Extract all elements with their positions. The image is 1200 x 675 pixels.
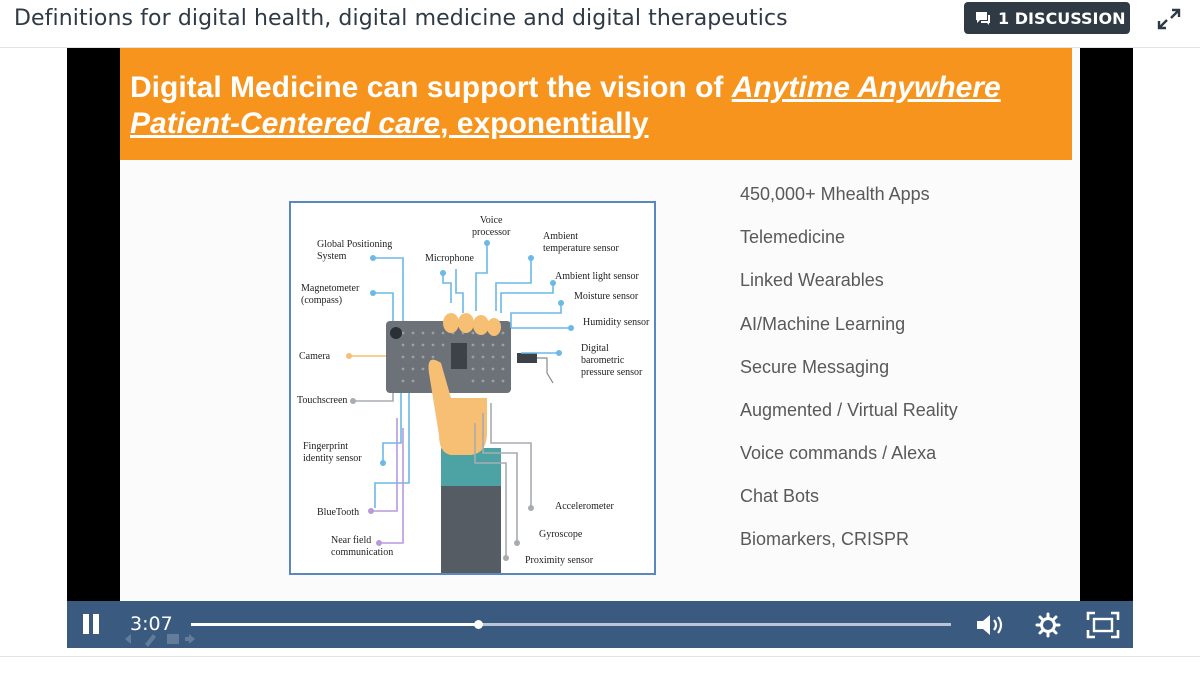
expand-icon [1157,8,1181,30]
label-microphone: Microphone [425,253,474,264]
label-accelerometer: Accelerometer [555,501,614,512]
fullscreen-icon [1086,611,1120,639]
chat-icon [976,12,990,25]
footer-divider [0,656,1200,657]
settings-button[interactable] [1031,610,1065,640]
slide-title-part1: Digital Medicine can support the vision … [130,71,732,104]
page-header: Definitions for digital health, digital … [0,0,1200,48]
expand-button[interactable] [1154,4,1184,34]
current-time: 3:07 [130,613,173,635]
video-player[interactable]: Digital Medicine can support the vision … [67,48,1133,648]
volume-icon [977,615,1003,635]
feature-item: Linked Wearables [740,270,884,290]
feature-item: Secure Messaging [740,357,890,377]
slide-banner: Digital Medicine can support the vision … [120,48,1072,160]
label-touchscreen: Touchscreen [297,395,348,406]
label-humidity: Humidity sensor [583,317,650,328]
pause-icon [83,614,89,634]
feature-item: 450,000+ Mhealth Apps [740,184,930,204]
label-moisture: Moisture sensor [574,291,639,302]
pause-button[interactable] [81,614,103,636]
feature-item: Voice commands / Alexa [740,443,937,463]
slide: Digital Medicine can support the vision … [120,48,1080,601]
label-ambient-light: Ambient light sensor [555,271,639,282]
discussion-label: 1 DISCUSSION [998,8,1126,28]
fullscreen-button[interactable] [1085,610,1120,640]
seek-handle[interactable] [473,620,483,629]
slide-nav-icons [125,634,195,647]
discussion-button[interactable]: 1 DISCUSSION [964,2,1130,34]
label-gyroscope: Gyroscope [539,529,583,540]
label-camera: Camera [299,351,331,362]
seek-bar[interactable] [191,620,951,629]
label-bluetooth: BlueTooth [317,507,360,518]
phone-illustration [346,240,574,573]
volume-button[interactable] [973,610,1007,640]
label-magnetometer: Magnetometer(compass) [301,283,360,306]
feature-item: AI/Machine Learning [740,314,906,334]
gear-icon [1035,612,1061,638]
pause-icon [93,614,99,634]
feature-item: Telemedicine [740,227,846,247]
slide-title-emphasis: Anytime Anywhere Patient-Centered care [130,71,1001,140]
slide-title: Digital Medicine can support the vision … [130,70,1072,142]
feature-item: Chat Bots [740,486,820,506]
slide-title-part3: , exponentially [440,107,649,140]
feature-item: Augmented / Virtual Reality [740,400,958,420]
page-title: Definitions for digital health, digital … [14,6,788,31]
label-proximity: Proximity sensor [525,555,594,566]
player-controls: 3:07 [67,601,1133,648]
seek-progress [191,623,478,626]
feature-item: Biomarkers, CRISPR [740,529,910,549]
